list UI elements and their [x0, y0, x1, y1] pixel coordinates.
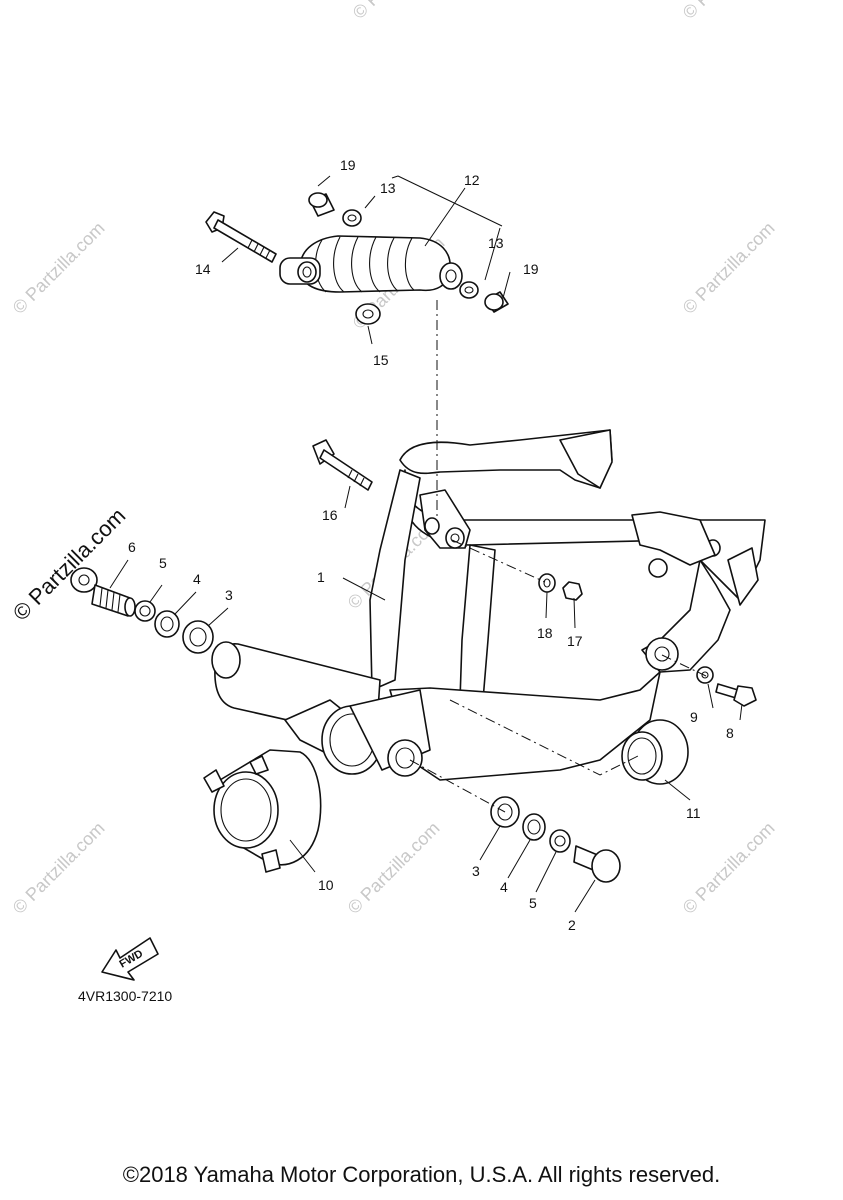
pivot-shaft-right — [573, 845, 621, 883]
callout-5-left: 5 — [159, 555, 167, 571]
callout-6: 6 — [128, 539, 136, 555]
callout-13-lower: 13 — [488, 235, 504, 251]
watermark: © Partzilla.com — [679, 818, 779, 918]
callout-15: 15 — [373, 352, 389, 368]
callout-1: 1 — [317, 569, 325, 585]
callout-14: 14 — [195, 261, 211, 277]
shock-collar-lower — [484, 291, 509, 313]
callout-2: 2 — [568, 917, 576, 933]
rear-arm — [211, 429, 766, 781]
washer-18 — [538, 573, 556, 593]
bracket-bolt — [312, 439, 373, 491]
callout-19-lower: 19 — [523, 261, 539, 277]
callout-5-right: 5 — [529, 895, 537, 911]
callout-17: 17 — [567, 633, 583, 649]
oil-seal-left — [154, 610, 180, 638]
oil-seal-right — [522, 813, 546, 841]
watermark: © Partzilla.com — [349, 0, 449, 23]
callout-10: 10 — [318, 877, 334, 893]
fwd-arrow-icon: FWD — [101, 937, 159, 981]
watermark: © Partzilla.com — [0, 0, 69, 23]
callout-8: 8 — [726, 725, 734, 741]
watermark: © Partzilla.com — [9, 818, 109, 918]
callout-19-upper: 19 — [340, 157, 356, 173]
diagram-code: 4VR1300-7210 — [78, 988, 173, 1004]
shock-washer-upper — [342, 209, 362, 227]
bolt-8 — [715, 683, 757, 707]
pivot-shaft — [70, 567, 136, 617]
rear-shock-absorber — [279, 235, 463, 293]
callout-12: 12 — [464, 172, 480, 188]
pivot-cover-right — [621, 719, 689, 785]
watermark: © Partzilla.com — [679, 218, 779, 318]
collar-right — [549, 829, 571, 853]
alignment-lines — [409, 300, 707, 813]
callout-13-upper: 13 — [380, 180, 396, 196]
shock-nut — [355, 303, 381, 325]
callout-18: 18 — [537, 625, 553, 641]
callout-4-left: 4 — [193, 571, 201, 587]
watermark: © Partzilla.com — [679, 0, 779, 23]
nut-17 — [562, 581, 583, 601]
collar-left — [134, 600, 156, 622]
callout-4-right: 4 — [500, 879, 508, 895]
callout-numbers: 1 2 3 3 4 4 5 5 6 8 9 10 11 12 13 13 14 … — [128, 157, 734, 933]
bearing-left — [182, 620, 214, 654]
copyright-notice: ©2018 Yamaha Motor Corporation, U.S.A. A… — [122, 1162, 721, 1187]
callout-16: 16 — [322, 507, 338, 523]
watermark: © Partzilla.com — [9, 218, 109, 318]
leader-lines — [109, 175, 743, 913]
callout-11: 11 — [686, 805, 701, 821]
shock-collar-upper — [308, 192, 335, 217]
pivot-cover-left — [203, 749, 322, 873]
callout-3-left: 3 — [225, 587, 233, 603]
callout-3-right: 3 — [472, 863, 480, 879]
watermark: © Partzilla.com — [344, 818, 444, 918]
callout-9: 9 — [690, 709, 698, 725]
shock-washer-lower — [459, 281, 479, 299]
shock-bolt — [205, 211, 277, 263]
